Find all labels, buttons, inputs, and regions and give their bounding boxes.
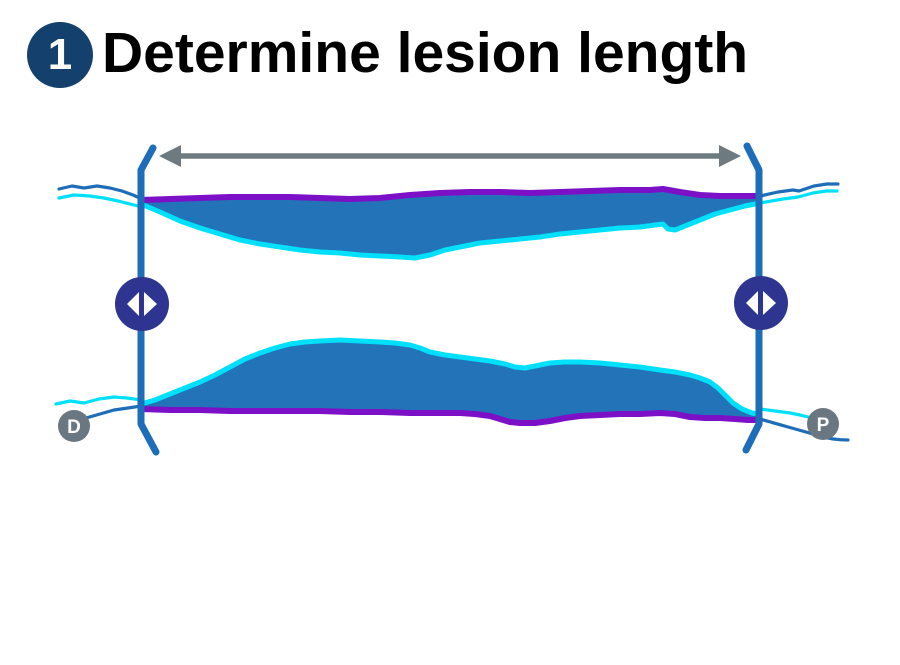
proximal-label-badge: P [807,408,839,440]
distal-label: D [67,417,81,438]
vessel-continuation-top-left [57,184,144,209]
vessel-continuation-top-right [758,182,840,205]
proximal-label: P [817,415,830,436]
plaque-area-bottom [141,340,760,423]
drag-handle-circle[interactable] [734,276,788,330]
drag-handle-circle[interactable] [115,277,169,331]
vessel-wall-bottom [138,337,763,426]
distal-label-circle [58,410,90,442]
triangle-left [127,292,139,316]
lumen-thin-line [758,189,839,205]
vessel-wall-thin-line [84,404,143,420]
drag-handle-right-icon[interactable] [734,276,788,330]
lumen-boundary-bottom [138,337,763,417]
outer-vessel-boundary-bottom [138,406,763,426]
arrow-head-left [159,145,181,167]
distal-label-badge: D [58,410,90,442]
page-title: Determine lesion length [102,21,749,85]
triangle-right [144,292,157,316]
outer-vessel-boundary-top [138,186,763,203]
lumen-thin-line [57,193,144,209]
lumen-thin-line [54,395,143,406]
length-measure-arrow-icon [159,145,741,167]
vessel-wall-top [138,186,763,261]
lumen-boundary-top [138,200,763,261]
plaque-area-top [141,189,760,258]
triangle-left [746,291,758,315]
drag-handle-left-icon[interactable] [115,277,169,331]
triangle-right [763,291,776,315]
step-number: 1 [47,30,73,79]
lumen-thin-line [758,407,810,419]
vessel-continuation-bottom-left [54,395,143,420]
proximal-label-circle [807,408,839,440]
vessel-wall-thin-line [57,184,144,201]
vessel-wall-thin-line [758,182,840,198]
arrow-head-right [719,145,741,167]
step-number-badge: 1 [27,22,93,88]
